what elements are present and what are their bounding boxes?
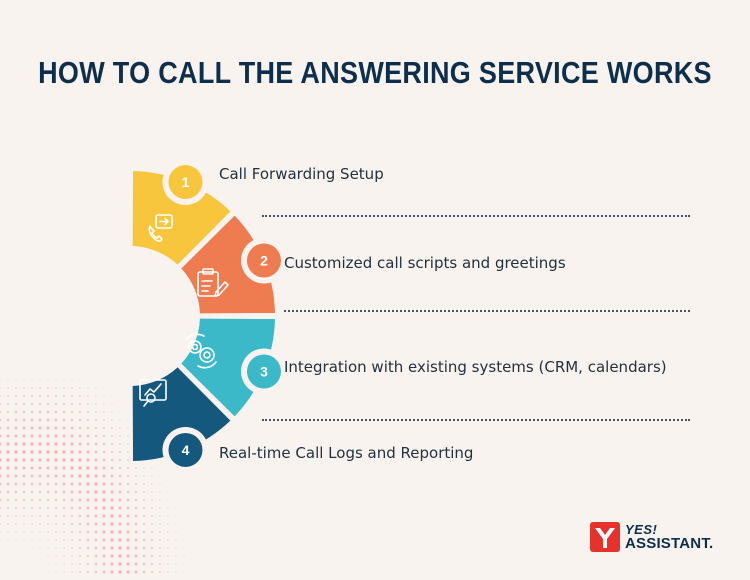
separator-line-2 bbox=[284, 310, 690, 312]
brand-logo-line1: YES! bbox=[625, 522, 658, 537]
phone-forward-icon bbox=[148, 214, 173, 242]
step-badge-number-3: 3 bbox=[260, 363, 268, 379]
wheel-segment-3 bbox=[181, 318, 275, 417]
brand-logo-mark-icon bbox=[590, 522, 620, 552]
step-badge-number-2: 2 bbox=[260, 253, 268, 269]
page-title: HOW TO CALL THE ANSWERING SERVICE WORKS bbox=[38, 56, 712, 90]
step-badge-1: 1 bbox=[162, 159, 209, 206]
step-3-label: Integration with existing systems (CRM, … bbox=[284, 358, 667, 376]
wheel-segment-2 bbox=[181, 215, 275, 314]
halftone-dots-decoration bbox=[0, 380, 185, 574]
step-4-label: Real-time Call Logs and Reporting bbox=[219, 444, 474, 462]
step-badge-2: 2 bbox=[240, 237, 287, 284]
step-badge-4: 4 bbox=[162, 426, 209, 473]
wheel-segment-4 bbox=[132, 367, 231, 461]
brand-logo-line2: ASSISTANT. bbox=[625, 535, 714, 552]
step-badge-number-1: 1 bbox=[182, 174, 190, 190]
separator-line-1 bbox=[262, 215, 690, 217]
analytics-report-icon bbox=[139, 379, 167, 407]
step-2-label: Customized call scripts and greetings bbox=[284, 254, 566, 272]
separator-line-3 bbox=[262, 419, 690, 421]
integration-gears-icon bbox=[185, 333, 217, 369]
step-1-label: Call Forwarding Setup bbox=[219, 165, 384, 183]
step-badge-number-4: 4 bbox=[182, 442, 190, 458]
step-badge-3: 3 bbox=[240, 348, 287, 395]
brand-logo: YES! ASSISTANT. bbox=[590, 520, 730, 556]
script-clipboard-icon bbox=[197, 268, 229, 297]
